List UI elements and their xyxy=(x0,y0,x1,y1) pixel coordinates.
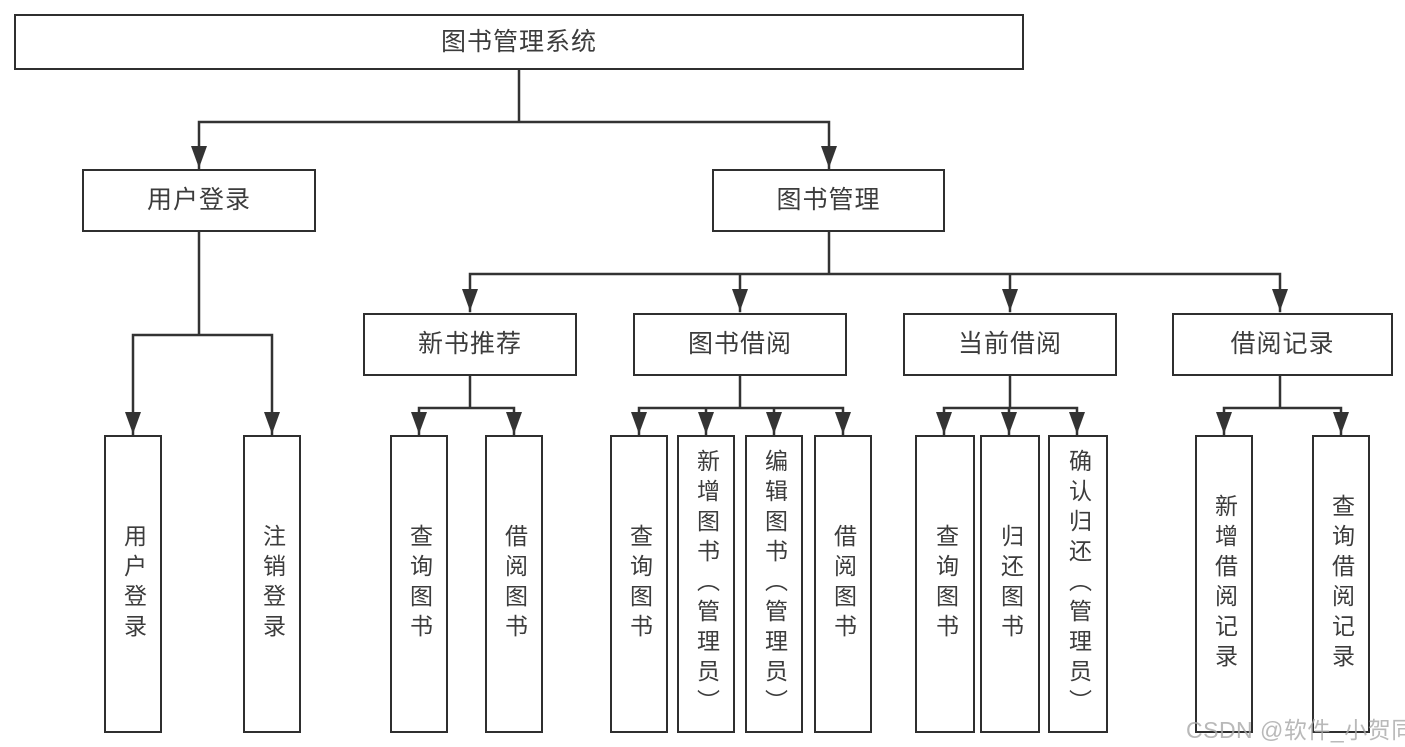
node-label: 当前借阅 xyxy=(957,330,1062,358)
node-current-borrowing: 当前借阅 xyxy=(903,313,1117,376)
node-book-borrowing: 图书借阅 xyxy=(633,313,847,376)
leaf-label: 用户登录 xyxy=(120,524,147,644)
node-book-management: 图书管理 xyxy=(712,169,945,232)
leaf-label: 查询图书 xyxy=(406,524,433,644)
leaf-label: 查询图书 xyxy=(932,524,959,644)
csdn-watermark: CSDN @软件_小贺同学 xyxy=(1186,717,1405,743)
leaf-borrow-books-recommend: 借阅图书 xyxy=(485,435,543,733)
leaf-label: 新增借阅记录 xyxy=(1211,494,1238,674)
node-library-system: 图书管理系统 xyxy=(14,14,1024,70)
node-label: 图书管理 xyxy=(776,186,881,214)
leaf-label: 确认归还（管理员） xyxy=(1065,449,1092,719)
leaf-query-borrow-record: 查询借阅记录 xyxy=(1312,435,1370,733)
leaf-add-books-admin: 新增图书（管理员） xyxy=(677,435,735,733)
leaf-add-borrow-record: 新增借阅记录 xyxy=(1195,435,1253,733)
leaf-label: 查询借阅记录 xyxy=(1328,494,1355,674)
leaf-edit-books-admin: 编辑图书（管理员） xyxy=(745,435,803,733)
leaf-return-books: 归还图书 xyxy=(980,435,1040,733)
node-user-login: 用户登录 xyxy=(82,169,316,232)
leaf-label: 借阅图书 xyxy=(501,524,528,644)
leaf-label: 查询图书 xyxy=(626,524,653,644)
leaf-label: 编辑图书（管理员） xyxy=(761,449,788,719)
leaf-user-login: 用户登录 xyxy=(104,435,162,733)
leaf-label: 借阅图书 xyxy=(830,524,857,644)
node-label: 图书借阅 xyxy=(687,330,792,358)
leaf-query-books-current: 查询图书 xyxy=(915,435,975,733)
leaf-query-books-recommend: 查询图书 xyxy=(390,435,448,733)
node-label: 用户登录 xyxy=(146,186,251,214)
leaf-label: 注销登录 xyxy=(259,524,286,644)
leaf-query-books-borrowing: 查询图书 xyxy=(610,435,668,733)
leaf-logout-login: 注销登录 xyxy=(243,435,301,733)
arrowheads xyxy=(125,146,1349,434)
node-label: 新书推荐 xyxy=(417,330,522,358)
leaf-label: 归还图书 xyxy=(997,524,1024,644)
node-new-book-recommendation: 新书推荐 xyxy=(363,313,577,376)
leaf-label: 新增图书（管理员） xyxy=(693,449,720,719)
tree-edges xyxy=(131,66,1343,436)
leaf-confirm-return-admin: 确认归还（管理员） xyxy=(1048,435,1108,733)
node-borrowing-records: 借阅记录 xyxy=(1172,313,1393,376)
leaf-borrow-books-borrowing: 借阅图书 xyxy=(814,435,872,733)
node-label: 借阅记录 xyxy=(1230,330,1335,358)
node-label: 图书管理系统 xyxy=(440,27,597,56)
